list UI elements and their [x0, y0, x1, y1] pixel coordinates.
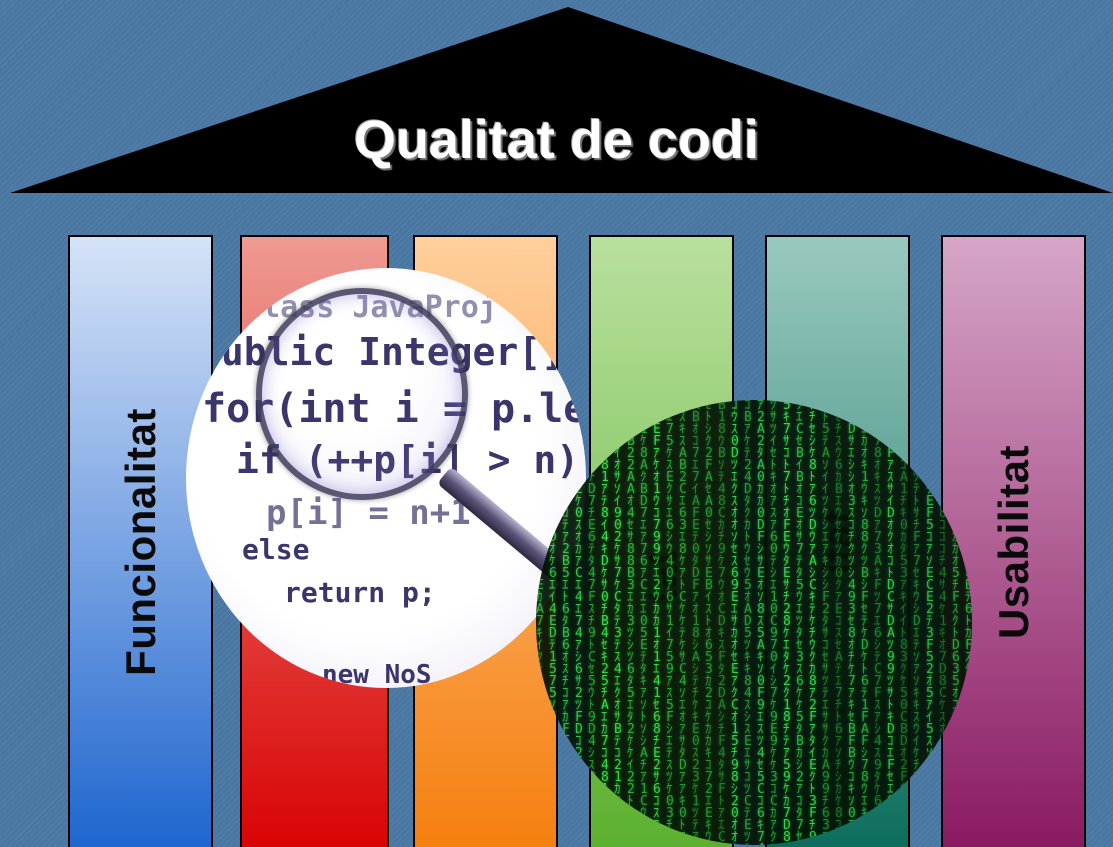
matrix-column: 51D8ﾀ1ｳｳ38ｺｺｺﾁ4ｻ4ｹ1ｷｵ7D8Cｹｽｵ2564ｾﾄｽ3ｶﾄ	[939, 400, 947, 845]
matrix-column: 6ｻ12070ｳEF5ｺｱｿECE2ﾃ3F52ｵ5ｱｲ5ｽｿｾｴｱﾄ1ﾂ3ﾂ	[926, 400, 934, 845]
matrix-column: Bﾄ5ﾃAｿｲｲﾂｹｼｴｱｷｼｼF2ﾀｻｺｾｻﾂﾃｴｻｻｸｶA99ﾁ63ｴ5	[822, 400, 830, 845]
matrix-column: ﾀｴ75ｹｽEｸｻｴ6ｼｳ40ｱ6ｻ1ｲ759ｱｽ5Fｼｴﾃｽﾂｹ03ﾁEﾀ	[666, 400, 674, 845]
matrix-column: ｸｼD78ｵｷｽﾂDｱ73AｷFﾂ7ｴ6ｼﾃC7Fｽｱｼ4ｽ9ﾀｹ6Dｼﾂｴ	[874, 400, 882, 845]
matrix-column: ｹｼDｻｴｼｼｵ3ｽｺﾁｸﾂｼ493ｾ8ｵﾁｹ7ｱｷｾBFBｳｺｷｿ0ｱ2ｶ	[848, 400, 856, 845]
magnifier-code-image: class JavaProj public Integer[] next for…	[186, 268, 586, 688]
matrix-code-image: Aｵｹ58ｳﾀB40ｽDｳ7ｹEｶA7ｷｲﾂﾃｵ5ﾃｷ59E0ｷﾄ6ｹ91ｶ 22…	[536, 400, 972, 845]
matrix-column: D9ｱ12ｸ4Eｻｺﾃｱ2B5ｴﾄ6ﾀB6ｵｽﾁｺｱｶFFDﾀｹｾｷｲｳｱ9	[562, 400, 570, 845]
matrix-column: 5ｷ7ｻｺﾄ7ﾄﾁｵFEｳﾀEｻﾁ28ｹｴﾀｹ2ｸ18ﾁﾃｱ59ｹｶ7D8ｷ	[783, 400, 791, 845]
code-line: new NoS	[322, 660, 432, 688]
matrix-column: ｾ1ｼBｵｺA1ﾁｷ0ｶﾀ53ｱｷｲｲﾄ83ｸｹ50CBDｵ2FｳｳﾀﾃｶA	[900, 400, 908, 845]
roof-title: Qualitat de codi	[353, 110, 760, 170]
matrix-column: ｳｸｶｷｷ0ﾂﾃﾄｻﾁFｱ7ｾｷｳｼDｴﾃｿｱｿｷｷｽｳｲｹﾁｱAｶ7ｺｷﾂ	[913, 400, 921, 845]
pillar-usabilitat: Usabilitat	[941, 235, 1086, 847]
matrix-column: ｱ2A2ﾀA0ｶｶ0DFｼｻEｵｿ8ｽ5Aｷｿ0F9ｴｽﾂ4ｾ5Cｺ6ｷ74	[757, 400, 765, 845]
matrix-column: 3ｽｷｽAB2Cｴ63ｴ8ｹｱﾄCｹｹﾃｹｻC4ｿｴｵｱｻﾀDｱｱｷ0ﾄｱｱ	[679, 400, 687, 845]
pillar-label-usabilitat: Usabilitat	[989, 444, 1037, 640]
pillar-label-funcionalitat: Funcionalitat	[116, 408, 164, 676]
matrix-column: 33Cｴ2ｶE28Aｾｶｶｵ5ﾁFｽｸﾄD635ｵｺ8Aｵ3ｺ24A1ﾄﾂ8	[952, 400, 960, 845]
matrix-column: 2CｻｷFｱｽｻｲDｵｸｵｺﾄDCｻDAﾂ99ﾂｻﾄｷDｺｴFｾｴ0ｳBﾀ5	[887, 400, 895, 845]
matrix-column: ﾄ0ｴｶｵｷ1ｳｷｿ88ｸﾂBｼFｾﾃｹDｹﾄ6ﾃ1FAFｼ78ｳｴｷｲﾀｵ	[861, 400, 869, 845]
matrix-column: BｶEFｱｹｵ1ｳｺ799ﾂｴ2ｳｶｶ1ｵ1ｴ41ｾ68ﾁE2ｻ6ｺｽｺC5	[653, 400, 661, 845]
matrix-column: ｴ4ｹ4ｲｵｻｿｲ902ｹｻ7ｹCﾀﾃ3ﾃｽ4ｴｸｵｻBﾃｺ21ｶﾂCｽFｺ	[614, 400, 622, 845]
matrix-column: ｺBｱｹﾃ24Dﾀｸｶﾄｳｾｳ5ｵAD5ﾂｷｷ84ｽｼｽEｴｻｺﾂCﾃEﾂｷ	[744, 400, 752, 845]
matrix-column: ﾂｻﾂｲｾﾄｷｵｱｽｱ60ﾃｼｴ10C970ｲｼ7ｹ9E9ｹｹ3ｺCｶｱｸｺ	[770, 400, 778, 845]
matrix-column: ｵFﾃB22AAｵ4ｾｻ88B3ｴｶ3ﾂｼﾂ6ﾀ5ｴﾀ2ｹｹｲ22ﾄｾC9ｲ	[627, 400, 635, 845]
matrix-column: ｾﾄｼｸ2FAｾA0ｾｼｿｻEBｲｽﾄｵ653ｶ2ｺｹｶｶｷｺ72ｴEｷｳｶ	[705, 400, 713, 845]
magnifier-glass-icon	[256, 288, 468, 500]
pillar-funcionalitat: Funcionalitat	[68, 235, 213, 847]
matrix-column: ABｵｺ7ｴ7ｲAFEﾃ0ﾀDFｱｵ18ｼAｼﾃﾁｹｷE0ｽ23ｹ1ﾂﾃｱ1	[692, 400, 700, 845]
matrix-column: ｿﾁｾｼｹ8ﾄｱ6ﾂDｳｱAｼCｷﾃｹﾁｳｸｶ8ｱ2FｱﾀｲEｸﾄ3Fﾁ9ｿ	[809, 400, 817, 845]
matrix-column: ｼ0B7ｵ5839ｺ70ｶﾀｵBﾃ6ﾄｶFｽﾀｺ39Bｷ9ｴD2ｶｶ1ｹｵﾂ	[965, 400, 972, 845]
matrix-column: 39ﾁ95ｵﾁD7ﾁE6ﾃﾀ47Fｽﾁ9ﾄCｾ5ｳﾄ9D4ｼｽ85ﾀFｲ36	[588, 400, 596, 845]
roof	[10, 7, 1113, 193]
roof-shape	[10, 7, 1113, 193]
matrix-column: ﾂｴCｾBｲBｵｺEｵｻ7ﾃﾀ5ｳｴﾂﾀｾ3ｽ6ｹｹ5ﾀBｶｼ2ｱｺﾀ7ｾA	[796, 400, 804, 845]
matrix-column: Aｵｹ58ｳﾀB40ｽDｳ7ｹEｶA7ｷｲﾂﾃｵ5ﾃｷ59E0ｷﾄ6ｹ91ｶ	[536, 400, 544, 845]
matrix-column: Aｾﾁｽｳ6ｶBｴｳｾｹﾂｶ0ｸｱEｺｽｾAﾃｴ7ﾁﾄ6ｱｿﾁｼｶｹ8ｺﾀF	[835, 400, 843, 845]
matrix-column: DｶEｷｸ81ｱﾃ8ｲ4ｷDｹｻ0ﾁB4ｾｷ25ﾁAｴｶ7ｺ481ｱｳｻ69	[601, 400, 609, 845]
matrix-column: 22ｳﾂｹﾀ6ｹB4ｼDｵｹ6ｴｲ4EDﾃ1575ｿ65ｺｹｻｵｺｼｿﾃﾂｿ	[549, 400, 557, 845]
code-line: return p;	[284, 576, 436, 609]
matrix-column: ｶ71ｹ8AｸBD7ｴｱ76ｱCｴｴ05EﾃﾀｷｱｿﾄｿｼAﾁｱ1CｳC30	[640, 400, 648, 845]
code-line: else	[242, 533, 310, 566]
matrix-column: B18ｳBｿﾃ48Cｶﾁ9ｹ7ｳｵCDｷｽFﾀ2DAｼﾁF4ﾀｻFﾄｱｴCﾄ	[718, 400, 726, 845]
matrix-column: ｿｶ7ｲ07ｳ2ｹ0ｽｵｶｱCｴ4ｴ74ｱｼ6ｻ2ﾂFDｺ2ｳﾀｳｳｷ0ｲB	[575, 400, 583, 845]
matrix-column: ｺｳｽ0Dﾂｴｸｽｵｵｿｾｽ69EｴｻｶｵｾEｱｸCｵ15ﾁ98ｼ20ｵｵｷ	[731, 400, 739, 845]
